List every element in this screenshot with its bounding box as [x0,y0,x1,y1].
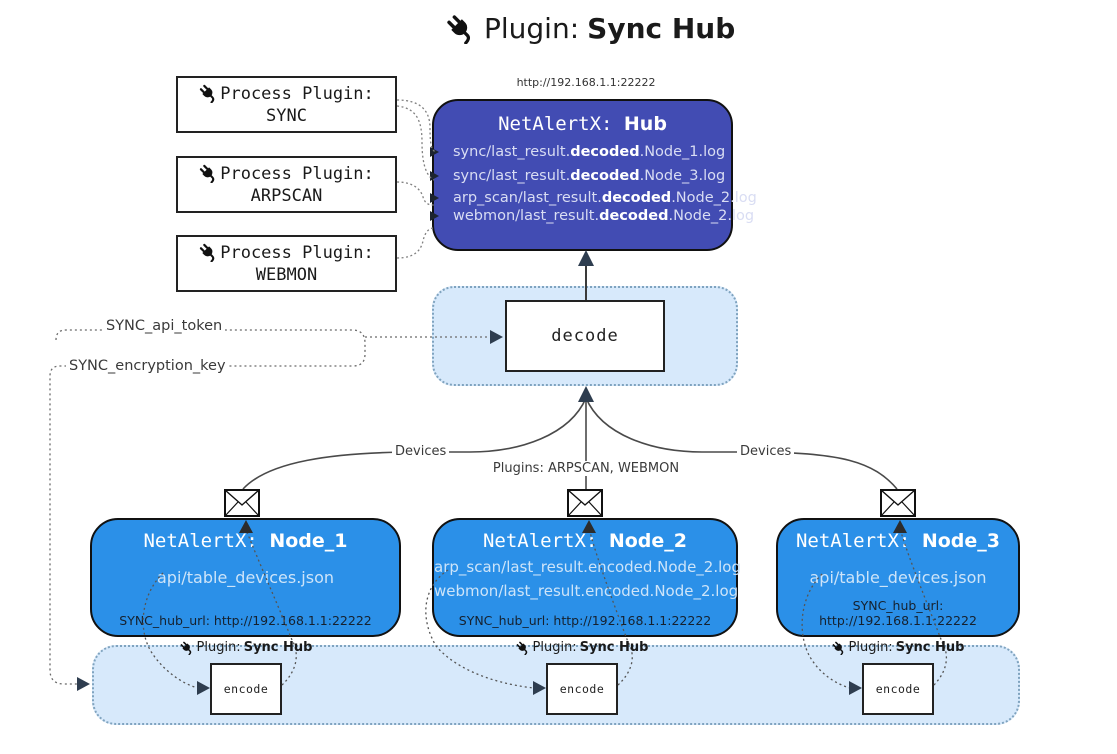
hub-log-row: webmon/last_result.decoded.Node_2.log [430,208,754,224]
hub-title: NetAlertX: Hub [443,113,722,135]
log-bold: decoded [599,208,669,224]
hub-log-row: sync/last_result.decoded.Node_1.log [430,144,725,160]
node-title-name: Node_3 [921,530,1000,552]
process-plugin-label: Process Plugin: [220,83,374,104]
plug-icon [516,641,527,655]
node-title-prefix: NetAlertX: [143,530,258,552]
hub-log-row: arp_scan/last_result.decoded.Node_2.log [430,190,757,206]
envelope-icon [567,489,603,517]
log-post: .Node_1.log [639,144,726,160]
log-bold: decoded [601,190,672,206]
encoder-label: Plugin:Sync Hub [176,640,316,655]
edge-label-devices-left: Devices [392,444,450,459]
encode-box: encode [546,663,618,715]
encoder-label-name: Sync Hub [895,640,965,655]
encoder-label-name: Sync Hub [243,640,313,655]
process-plugin-sync: Process Plugin: SYNC [176,76,397,133]
process-plugin-label: Process Plugin: [220,163,374,184]
decode-box: decode [505,300,665,372]
node-1-box: NetAlertX: Node_1 api/table_devices.json… [90,518,401,637]
hub-log-row: sync/last_result.decoded.Node_3.log [430,168,725,184]
sync-api-token-label: SYNC_api_token [103,318,226,334]
sync-encryption-key-label: SYNC_encryption_key [66,358,229,374]
process-plugin-name: SYNC [266,105,307,126]
node-title: NetAlertX: Node_3 [778,530,1018,552]
plug-icon [832,641,843,655]
encoder-label-prefix: Plugin: [848,640,893,655]
encode-box: encode [210,663,282,715]
log-post: .Node_3.log [639,168,726,184]
node-title-name: Node_2 [608,530,687,552]
arrow-right-icon [430,171,439,181]
encoder-label-prefix: Plugin: [196,640,241,655]
node-title: NetAlertX: Node_2 [434,530,736,552]
encode-box: encode [862,663,934,715]
arrow-right-icon [430,193,439,203]
process-plugin-webmon: Process Plugin: WEBMON [176,235,397,292]
node-title: NetAlertX: Node_1 [92,530,399,552]
arrow-right-icon [430,147,439,157]
hub-url-label: http://192.168.1.1:22222 [516,76,656,89]
log-bold: decoded [570,144,640,160]
title-name: Sync Hub [587,12,736,45]
envelope-icon [880,489,916,517]
process-plugin-arpscan: Process Plugin: ARPSCAN [176,156,397,213]
plug-icon [200,164,215,183]
node-hub-url: SYNC_hub_url: http://192.168.1.1:22222 [119,613,372,628]
process-plugin-label: Process Plugin: [220,242,374,263]
log-pre: sync/last_result. [453,168,571,184]
node-file: api/table_devices.json [809,568,987,587]
node-hub-url: SYNC_hub_url: http://192.168.1.1:22222 [458,613,712,628]
envelope-icon [224,489,260,517]
node-title-name: Node_1 [269,530,348,552]
title-prefix: Plugin: [484,12,580,45]
log-bold: decoded [570,168,640,184]
log-pre: webmon/last_result. [453,208,600,224]
hub-title-prefix: NetAlertX: [498,113,613,135]
page-title: Plugin: Sync Hub [446,12,735,45]
hub-box: NetAlertX: Hub sync/last_result.decoded.… [430,99,757,251]
node-hub-url: SYNC_hub_url: http://192.168.1.1:22222 [819,598,977,628]
process-plugin-name: WEBMON [255,264,318,285]
node-file: arp_scan/last_result.encoded.Node_2.log [434,558,741,576]
node-title-prefix: NetAlertX: [482,530,598,552]
encoder-label: Plugin:Sync Hub [512,640,652,655]
edge-label-devices-right: Devices [737,444,795,459]
log-pre: arp_scan/last_result. [453,190,602,206]
encoder-label: Plugin:Sync Hub [828,640,968,655]
node-2-box: NetAlertX: Node_2 arp_scan/last_result.e… [432,518,741,637]
log-pre: sync/last_result. [453,144,571,160]
node-3-box: NetAlertX: Node_3 api/table_devices.json… [776,518,1020,637]
plug-icon [180,641,191,655]
encoder-label-name: Sync Hub [579,640,649,655]
plug-icon [200,243,215,262]
log-post: .Node_2.log [668,208,755,224]
node-file: api/table_devices.json [156,568,334,587]
edge-label-plugins: Plugins: ARPSCAN, WEBMON [476,461,696,476]
plug-icon [447,14,471,44]
arrow-right-icon [430,211,439,221]
node-file: webmon/last_result.encoded.Node_2.log [434,582,739,600]
plug-icon [200,84,215,103]
process-plugin-name: ARPSCAN [250,185,323,206]
encoder-label-prefix: Plugin: [532,640,577,655]
hub-title-name: Hub [623,113,667,135]
log-post: .Node_2.log [671,190,757,206]
node-title-prefix: NetAlertX: [795,530,911,552]
